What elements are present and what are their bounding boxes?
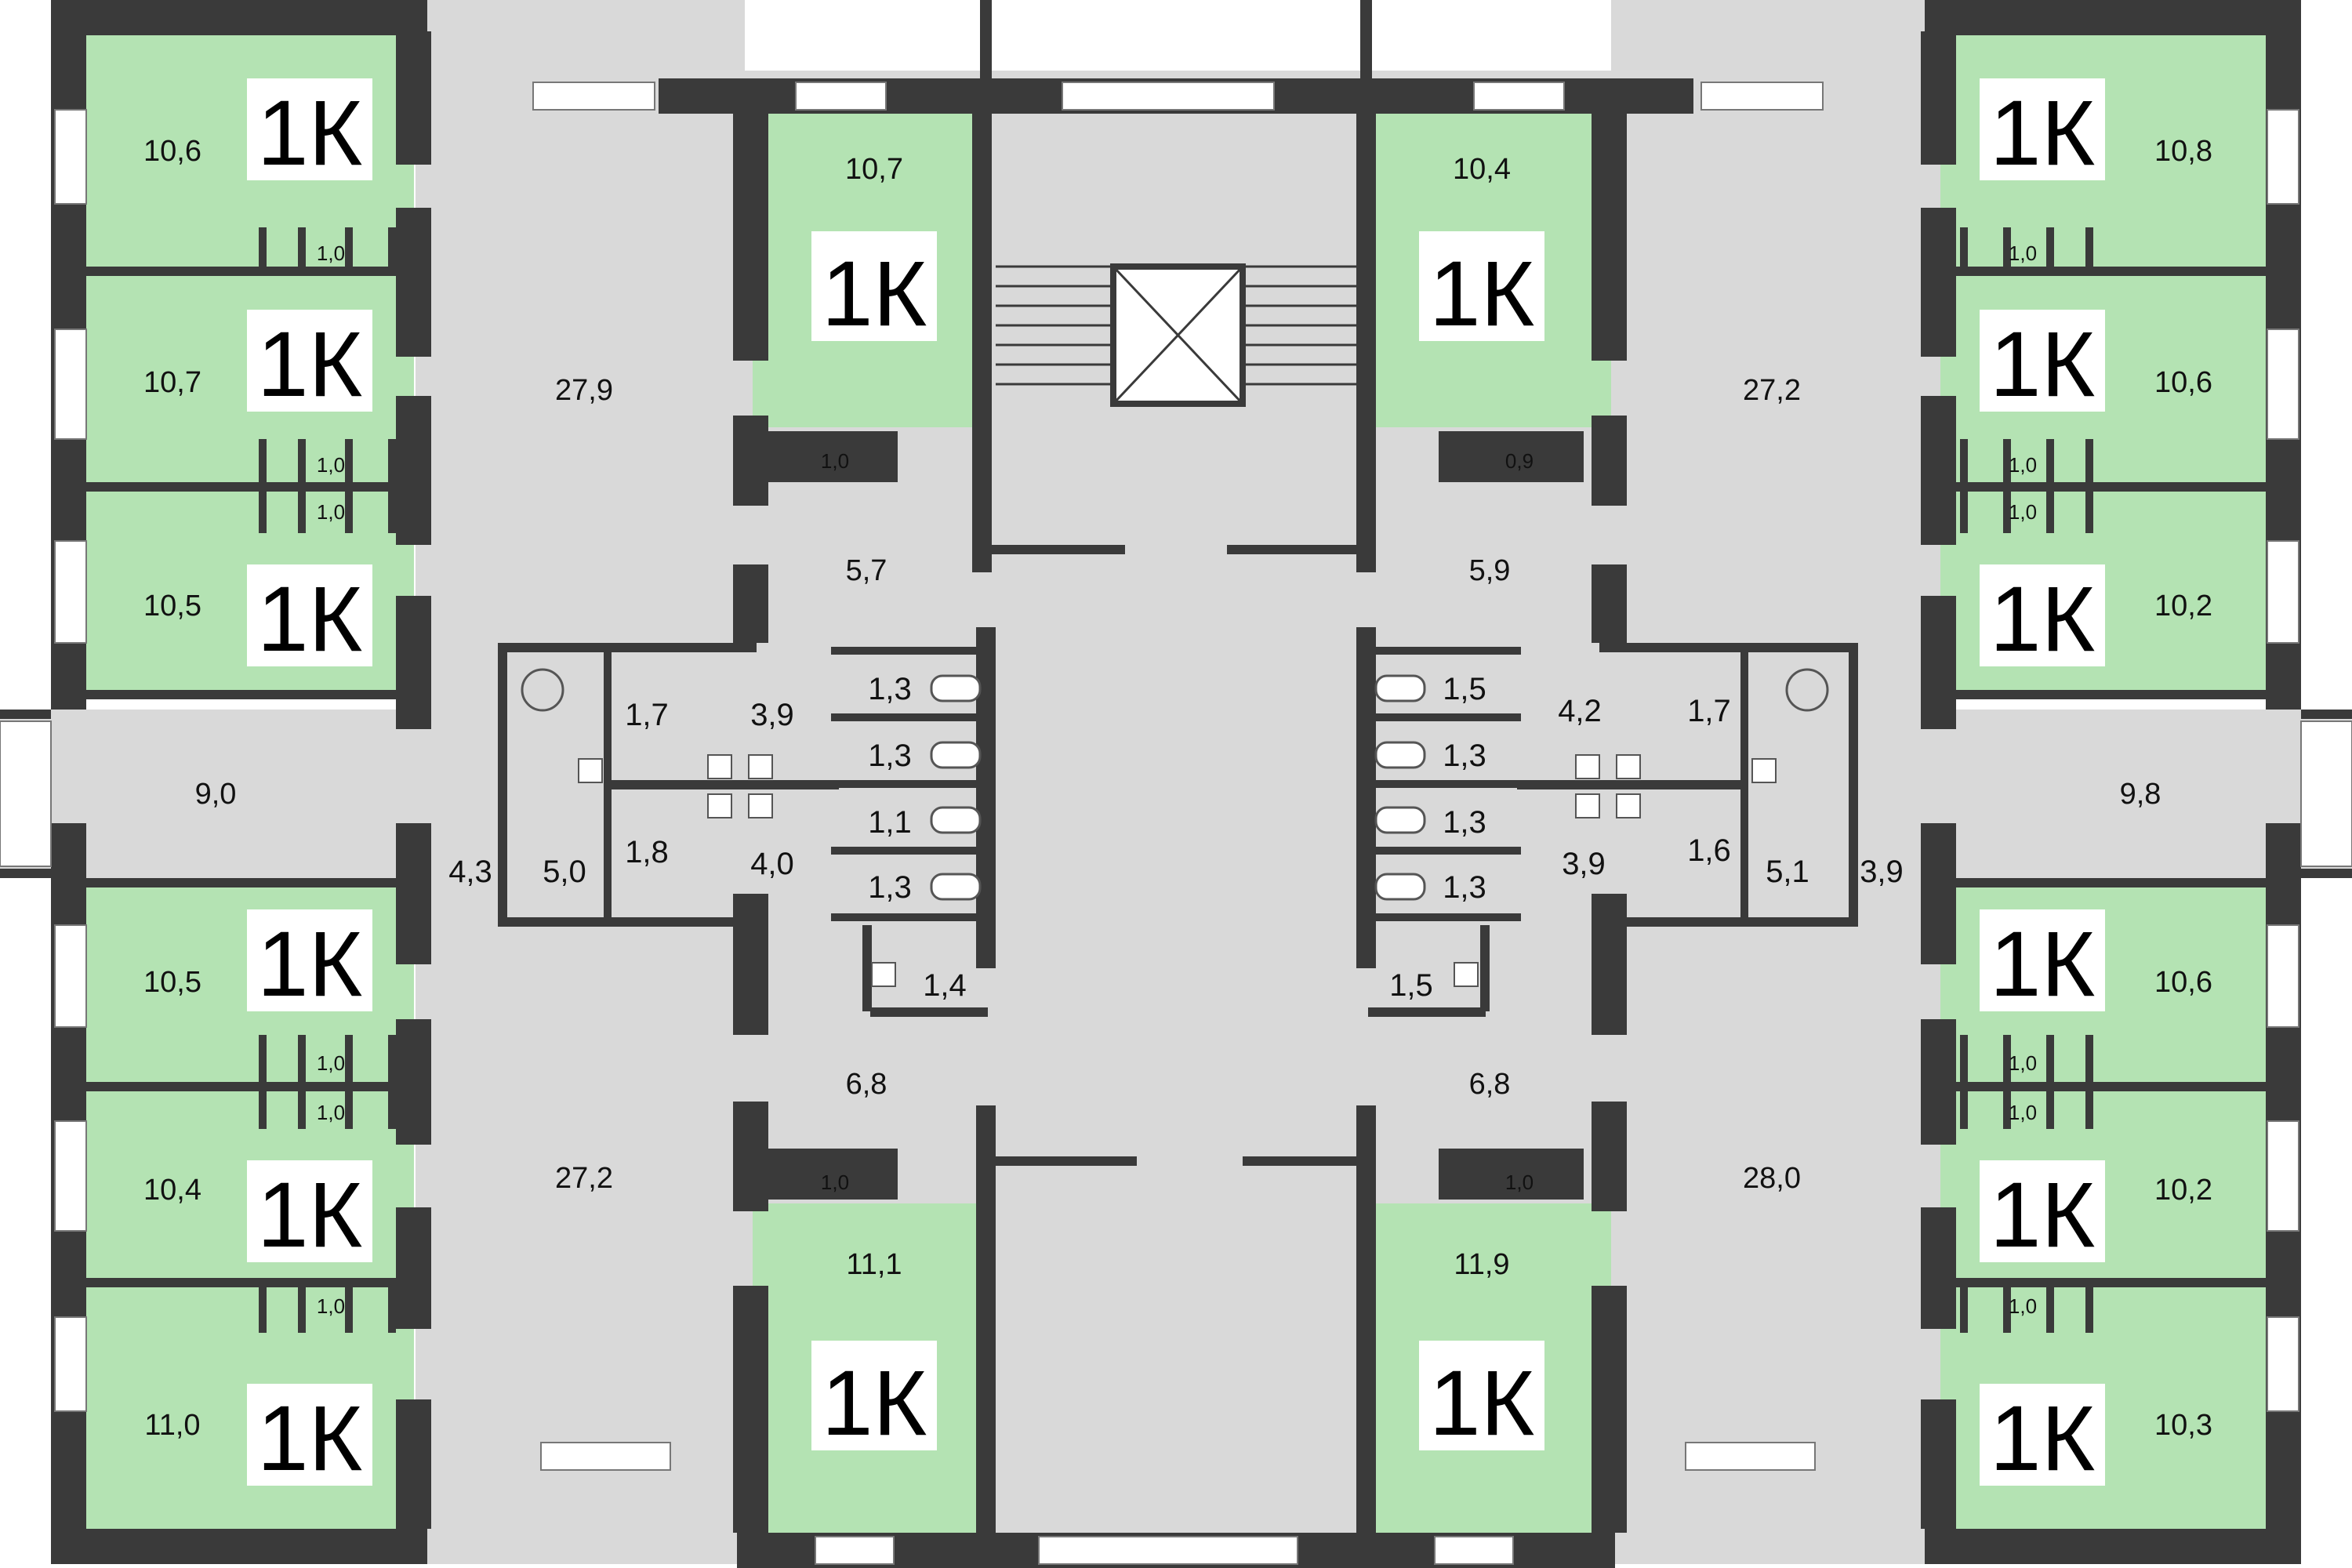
common-area: 27,2 (555, 1162, 613, 1195)
toilet-area: 1,3 (1443, 805, 1486, 840)
common-area: 27,9 (555, 374, 613, 407)
vent-icons (578, 754, 1777, 987)
room-area-labels: 10,6 10,7 10,5 10,5 10,4 11,0 10,8 10,6 … (143, 135, 2212, 1442)
room-area: 11,0 (144, 1409, 200, 1442)
bathroom-area: 1,0 (2009, 1294, 2037, 1318)
room-area: 10,7 (143, 366, 201, 399)
service-room-area: 1,6 (1687, 833, 1731, 868)
room-badge: 1К (1990, 82, 2096, 185)
service-room-area: 3,9 (750, 698, 794, 732)
bathroom-area: 0,9 (1505, 449, 1534, 473)
toilet-labels: 1,3 1,3 1,1 1,3 1,5 1,3 1,3 1,3 (868, 672, 1486, 905)
elevator-shaft (1110, 263, 1246, 407)
service-room-area: 5,1 (1766, 855, 1809, 889)
service-room-area: 1,4 (923, 968, 967, 1003)
common-area: 9,0 (195, 778, 237, 811)
bathroom-area: 1,0 (2009, 453, 2037, 477)
room-area: 10,7 (845, 153, 903, 186)
service-room-area: 1,7 (1687, 694, 1731, 728)
service-room-area: 1,5 (1389, 968, 1433, 1003)
windows (0, 82, 2352, 1565)
room-badge: 1К (257, 82, 363, 185)
toilet-area: 1,3 (1443, 870, 1486, 905)
room-area: 10,2 (2154, 1174, 2212, 1207)
room-area: 10,6 (2154, 966, 2212, 999)
bathroom-area: 1,0 (2009, 241, 2037, 265)
bathroom-area: 1,0 (317, 1101, 345, 1124)
common-area: 5,9 (1469, 554, 1511, 587)
toilet-area: 1,3 (868, 739, 912, 773)
toilet-area: 1,1 (868, 805, 912, 840)
rooms-fill (85, 31, 2270, 1533)
bathroom-area: 1,0 (821, 1171, 849, 1194)
room-badge: 1К (1990, 1387, 2096, 1490)
room-badge: 1К (257, 913, 363, 1016)
common-area: 6,8 (846, 1068, 887, 1101)
badge-boxes (247, 78, 2105, 1486)
room-badge: 1К (257, 1163, 363, 1267)
sink-left (521, 668, 564, 712)
bathroom-area: 1,0 (317, 1294, 345, 1318)
common-area: 5,7 (846, 554, 887, 587)
bathroom-area: 1,0 (1505, 1171, 1534, 1194)
toilet-fixtures (930, 674, 1426, 901)
room-area: 10,2 (2154, 590, 2212, 622)
room-area: 11,1 (846, 1248, 902, 1281)
bathroom-area: 1,0 (317, 241, 345, 265)
room-area: 10,4 (1453, 153, 1511, 186)
service-room-area: 1,8 (625, 835, 669, 869)
toilet-area: 1,5 (1443, 672, 1486, 706)
room-area: 10,6 (2154, 366, 2212, 399)
bathroom-area: 1,0 (821, 449, 849, 473)
common-area: 27,2 (1743, 374, 1801, 407)
toilet-area: 1,3 (868, 672, 912, 706)
service-room-area: 4,2 (1558, 694, 1602, 728)
room-area: 10,3 (2154, 1409, 2212, 1442)
bathroom-posts (259, 227, 2093, 1333)
bathroom-area: 1,0 (317, 500, 345, 524)
bathroom-area: 1,0 (2009, 1101, 2037, 1124)
room-badge: 1К (257, 313, 363, 416)
room-badge: 1К (1990, 568, 2096, 671)
service-room-area: 5,0 (543, 855, 586, 889)
room-area: 10,5 (143, 966, 201, 999)
bathroom-area: 1,0 (2009, 1051, 2037, 1075)
sink-right (1785, 668, 1829, 712)
room-badge: 1К (1990, 313, 2096, 416)
room-badge: 1К (1429, 242, 1535, 346)
room-badge: 1К (822, 1352, 927, 1455)
room-badge: 1К (257, 1387, 363, 1490)
room-badge: 1К (822, 242, 927, 346)
bathroom-area-labels: 1,0 1,0 1,0 1,0 1,0 1,0 1,0 1,0 1,0 1,0 … (317, 241, 2037, 1318)
room-area: 10,6 (143, 135, 201, 168)
service-room-area: 3,9 (1562, 847, 1606, 881)
bathroom-area: 1,0 (317, 453, 345, 477)
service-room-area: 4,3 (448, 855, 492, 889)
service-room-labels: 1,7 3,9 1,8 4,0 5,0 4,3 1,4 4,2 1,7 3,9 … (448, 694, 1904, 1003)
room-badge: 1К (1990, 1163, 2096, 1267)
bathroom-area: 1,0 (317, 1051, 345, 1075)
stairs (996, 265, 1356, 386)
room-badge: 1К (1429, 1352, 1535, 1455)
toilet-area: 1,3 (1443, 739, 1486, 773)
room-area: 11,9 (1454, 1248, 1509, 1281)
room-area: 10,5 (143, 590, 201, 622)
room-badge: 1К (257, 568, 363, 671)
service-room-area: 4,0 (750, 847, 794, 881)
common-area: 6,8 (1469, 1068, 1511, 1101)
common-area-labels: 27,9 27,2 27,2 28,0 9,0 9,8 5,7 5,9 6,8 … (195, 374, 2161, 1195)
service-room-area: 3,9 (1860, 855, 1904, 889)
service-rooms-fill (502, 651, 1854, 921)
common-area: 28,0 (1743, 1162, 1801, 1195)
service-room-area: 1,7 (625, 698, 669, 732)
toilet-area: 1,3 (868, 870, 912, 905)
room-area: 10,4 (143, 1174, 201, 1207)
room-badge: 1К (1990, 913, 2096, 1016)
badge-labels: 1К 1К 1К 1К 1К 1К 1К 1К 1К 1К 1К 1К 1К 1… (257, 82, 2096, 1490)
common-area: 9,8 (2120, 778, 2161, 811)
bathroom-area: 1,0 (2009, 500, 2037, 524)
room-area: 10,8 (2154, 135, 2212, 168)
